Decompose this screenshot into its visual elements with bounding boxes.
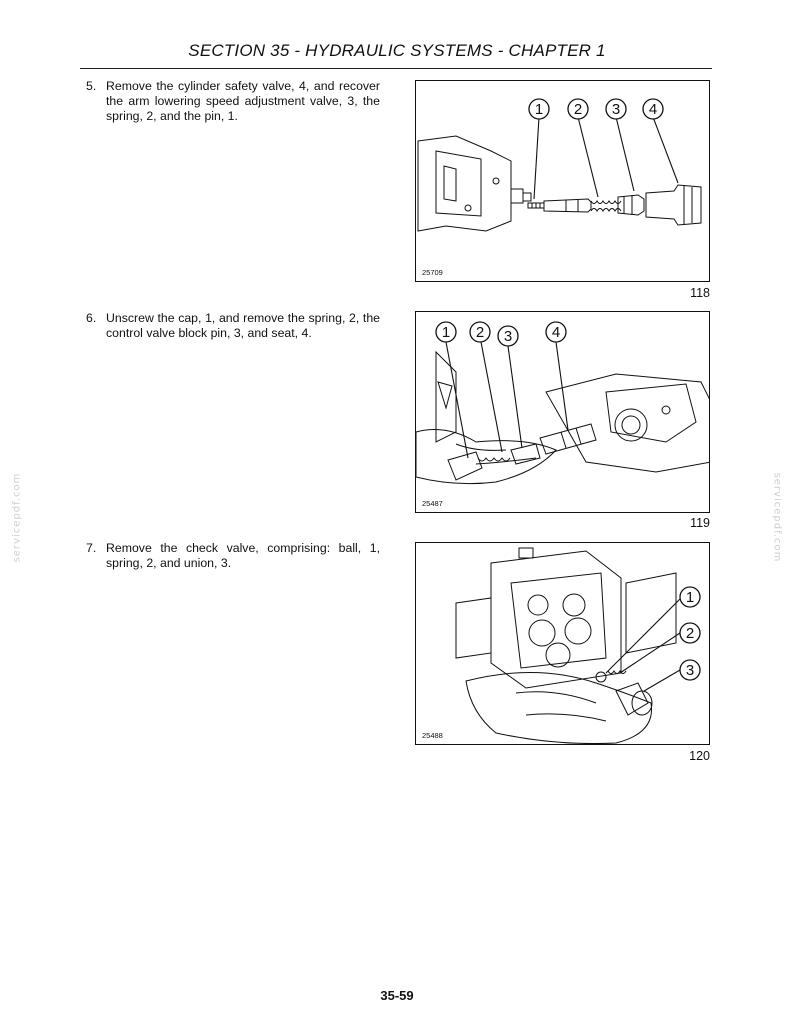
step-number: 7. <box>86 541 97 555</box>
figure-120: 1 2 3 25488 <box>415 542 710 745</box>
figure-code: 25488 <box>422 731 443 740</box>
svg-text:2: 2 <box>686 625 694 642</box>
watermark-right: servicepdf.com <box>771 472 783 563</box>
step-text: Unscrew the cap, 1, and remove the sprin… <box>106 311 380 340</box>
svg-text:1: 1 <box>686 589 694 606</box>
svg-text:1: 1 <box>442 324 450 341</box>
step-number: 6. <box>86 311 97 325</box>
svg-text:3: 3 <box>612 101 620 118</box>
svg-text:2: 2 <box>574 101 582 118</box>
figure-119-callouts: 1 2 3 4 <box>435 321 567 347</box>
figure-118-callouts: 1 2 3 4 <box>528 98 664 120</box>
svg-text:2: 2 <box>476 324 484 341</box>
figure-code: 25487 <box>422 499 443 508</box>
callout-2: 2 <box>567 98 589 120</box>
callout-1: 1 <box>528 98 550 120</box>
step-text: Remove the check valve, comprising: ball… <box>106 541 380 570</box>
figure-120-illustration <box>455 547 681 744</box>
watermark-left: servicepdf.com <box>11 472 23 563</box>
callout-2: 2 <box>469 321 491 343</box>
figure-118: 1 2 3 4 25709 <box>415 80 710 282</box>
figure-code: 25709 <box>422 268 443 277</box>
section-header: SECTION 35 - HYDRAULIC SYSTEMS - CHAPTER… <box>188 41 606 60</box>
svg-text:1: 1 <box>535 101 543 118</box>
step-text: Remove the cylinder safety valve, 4, and… <box>106 79 380 123</box>
figure-118-illustration <box>417 116 702 232</box>
callout-3: 3 <box>605 98 627 120</box>
figure-number-118: 118 <box>690 286 710 300</box>
figure-119-illustration <box>416 341 709 485</box>
header-rule <box>80 68 712 69</box>
svg-text:4: 4 <box>552 324 560 341</box>
callout-3: 3 <box>497 325 519 347</box>
figure-number-119: 119 <box>690 516 710 530</box>
callout-2: 2 <box>679 622 701 644</box>
step-7: 7. Remove the check valve, comprising: b… <box>86 541 380 571</box>
page-number: 35-59 <box>380 988 414 1003</box>
callout-4: 4 <box>642 98 664 120</box>
svg-text:3: 3 <box>504 328 512 345</box>
svg-text:3: 3 <box>686 662 694 679</box>
step-6: 6. Unscrew the cap, 1, and remove the sp… <box>86 311 380 341</box>
callout-4: 4 <box>545 321 567 343</box>
step-number: 5. <box>86 79 97 93</box>
callout-1: 1 <box>435 321 457 343</box>
figure-119: 1 2 3 4 25487 <box>415 311 710 513</box>
figure-number-120: 120 <box>689 749 710 763</box>
svg-text:4: 4 <box>649 101 657 118</box>
step-5: 5. Remove the cylinder safety valve, 4, … <box>86 79 380 124</box>
figure-120-callouts: 1 2 3 <box>679 586 701 681</box>
callout-1: 1 <box>679 586 701 608</box>
callout-3: 3 <box>679 659 701 681</box>
